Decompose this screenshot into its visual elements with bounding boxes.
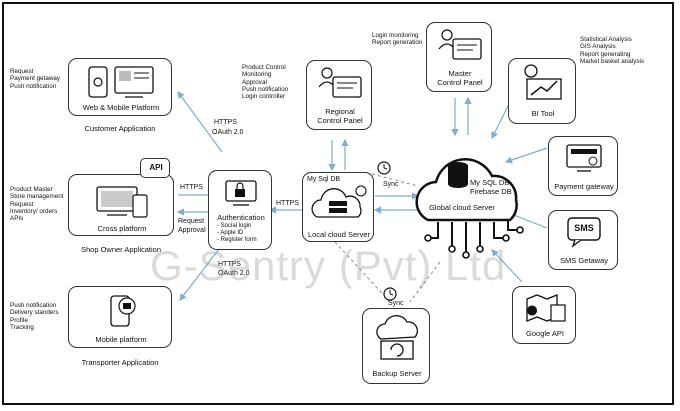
mobile-platform-label: Mobile platform xyxy=(95,335,147,344)
bi-tool-label: BI Tool xyxy=(531,109,555,118)
edge-label-oauth-bot: OAuth 2.0 xyxy=(218,270,250,277)
edge-label-https-mid: HTTPS xyxy=(180,184,203,191)
dashed-global-to-backup xyxy=(409,261,441,303)
admin-monitor-icon xyxy=(438,29,482,60)
dashed-local-to-backup xyxy=(334,241,391,303)
auth-method: - Apple ID xyxy=(217,230,244,236)
regional-control-panel-label: Regional Control Panel xyxy=(317,107,363,125)
edge-label-https-top: HTTPS xyxy=(214,119,237,126)
edge-label-request: Request xyxy=(178,218,205,225)
global-cloud-icon xyxy=(415,158,524,259)
edge-label-approval: Approval xyxy=(178,227,206,234)
api-badge: API xyxy=(149,163,163,172)
sms-gateway-box: SMS SMS Getaway xyxy=(548,210,618,270)
shop-owner-feature-list: Product Master Store management Request … xyxy=(10,186,64,223)
web-mobile-icon xyxy=(88,66,154,98)
edge-label-https-local: HTTPS xyxy=(276,200,299,207)
admin-monitor-icon xyxy=(318,67,362,98)
sms-gateway-label: SMS Getaway xyxy=(560,256,608,265)
auth-method: - Register form xyxy=(217,237,257,243)
auth-method-list: - Social login - Apple ID - Register for… xyxy=(217,223,257,244)
edge-label-oauth-top: OAuth 2.0 xyxy=(212,129,244,136)
arrow-bi-to-global xyxy=(491,101,511,140)
global-cloud-server-label: Global cloud Server xyxy=(429,203,495,212)
sms-icon-text: SMS xyxy=(574,223,594,233)
backup-server-label: Backup Server xyxy=(372,369,422,378)
master-control-panel-box: Master Control Panel xyxy=(426,22,492,92)
customer-feature-list: Request Payment getaway Push notificatio… xyxy=(10,68,61,90)
master-feature-list: Login monitoring Report generation xyxy=(372,32,423,47)
dashed-sync-link xyxy=(371,173,419,187)
mobile-delivery-icon xyxy=(110,295,136,327)
shop-owner-app-title: Shop Owner Application xyxy=(80,245,162,254)
backup-server-box: Backup Server xyxy=(362,308,430,384)
arrow-google-to-global xyxy=(491,249,523,283)
arrow-payment-to-global xyxy=(504,147,548,164)
web-mobile-platform-box: Web & Mobile Platform xyxy=(68,58,172,116)
bi-feature-list: Statistical Analysis GIS Analysis Report… xyxy=(580,36,645,65)
cloud-server-icon xyxy=(311,185,367,218)
map-pin-icon xyxy=(526,294,566,322)
sms-bubble-icon xyxy=(567,217,601,248)
local-cloud-server-box: My Sql DB Local cloud Server xyxy=(302,172,374,242)
mobile-platform-box: Mobile platform xyxy=(68,286,172,348)
payment-terminal-icon xyxy=(566,144,602,172)
lock-icon xyxy=(225,180,257,206)
web-mobile-label: Web & Mobile Platform xyxy=(82,103,160,112)
transporter-app-title: Transporter Application xyxy=(81,358,159,367)
regional-feature-list: Product Control Monitoring Approval Push… xyxy=(242,64,289,101)
auth-method: - Social login xyxy=(217,223,252,229)
authentication-label: Authentication xyxy=(217,213,265,222)
cross-platform-box: Cross platform xyxy=(68,174,174,236)
transporter-feature-list: Push notification Delivery standers Prof… xyxy=(10,302,59,331)
edge-label-https-bot: HTTPS xyxy=(218,261,241,268)
edge-label-sync-bot: Sync xyxy=(388,300,404,307)
bi-tool-box: BI Tool xyxy=(508,58,576,124)
sync-clock-icon xyxy=(377,161,391,175)
regional-control-panel-box: Regional Control Panel xyxy=(306,60,372,130)
arrow-auth-to-customer xyxy=(177,91,223,153)
api-cloud-box: API xyxy=(140,158,170,178)
company-watermark: G-Sentry (Pvt) Ltd xyxy=(150,242,507,289)
authentication-box: Authentication - Social login - Apple ID… xyxy=(208,170,272,250)
master-control-panel-label: Master Control Panel xyxy=(437,69,483,87)
local-db-label: My Sql DB xyxy=(307,176,341,183)
google-api-label: Google API xyxy=(526,329,564,338)
global-db-label: My SQL DB Firebase DB xyxy=(470,178,512,196)
edge-label-sync-top: Sync xyxy=(383,181,399,188)
customer-app-title: Customer Application xyxy=(84,124,156,133)
payment-gateway-box: Payment gateway xyxy=(548,136,618,196)
cross-platform-label: Cross platform xyxy=(97,224,147,233)
cross-platform-icon xyxy=(96,186,148,218)
local-cloud-server-label: Local cloud Server xyxy=(307,230,371,239)
sync-clock-icon xyxy=(383,287,397,301)
backup-cloud-icon xyxy=(376,315,419,360)
diagram-frame xyxy=(2,2,674,405)
google-api-box: Google API xyxy=(512,286,576,344)
payment-gateway-label: Payment gateway xyxy=(554,182,614,191)
arrow-auth-to-transporter xyxy=(179,244,223,301)
analytics-chart-icon xyxy=(524,64,562,100)
